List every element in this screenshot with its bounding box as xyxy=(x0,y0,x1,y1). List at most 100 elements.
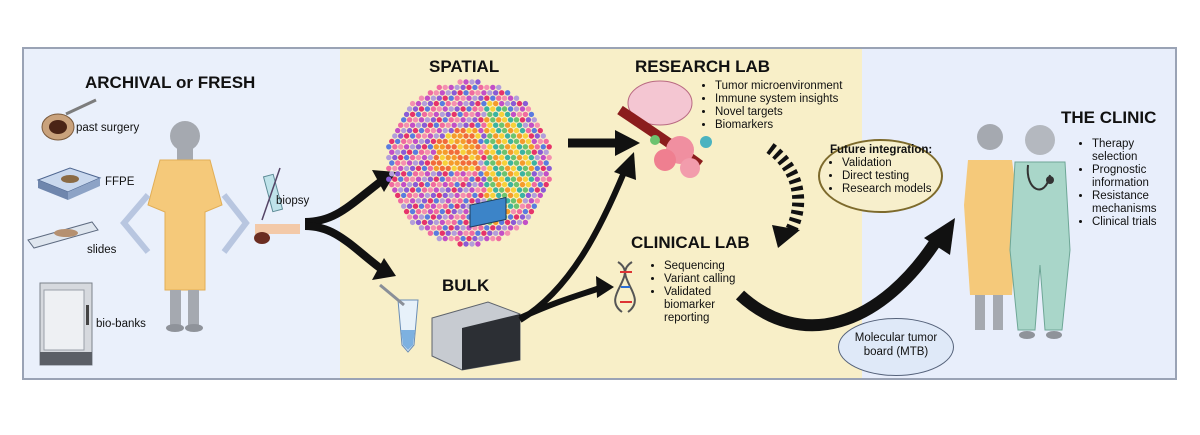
spatial-spot xyxy=(507,138,514,145)
spatial-spot xyxy=(424,214,431,220)
spatial-spot xyxy=(490,181,496,188)
spatial-spot xyxy=(415,111,422,118)
spatial-spot xyxy=(430,160,437,166)
spatial-spot xyxy=(504,176,511,182)
spatial-spot xyxy=(493,133,499,139)
spatial-spot xyxy=(469,230,475,236)
spatial-spot xyxy=(418,203,425,209)
spatial-spot xyxy=(448,235,454,242)
spatial-spot xyxy=(501,160,508,166)
spatial-spot xyxy=(436,149,442,155)
spatial-spot xyxy=(484,192,490,199)
spatial-spot xyxy=(424,138,431,145)
spatial-spot xyxy=(442,138,448,145)
spatial-spot xyxy=(418,192,425,199)
spatial-spot xyxy=(534,176,540,182)
spatial-spot xyxy=(395,181,401,188)
spatial-spot xyxy=(537,160,543,166)
spatial-spot xyxy=(522,133,529,139)
patient-figure xyxy=(147,121,223,332)
spatial-spot xyxy=(457,79,463,85)
spatial-spot xyxy=(433,111,439,118)
spatial-spot xyxy=(451,208,457,215)
spatial-spot xyxy=(454,84,460,91)
spatial-spot xyxy=(496,225,502,231)
spatial-spot xyxy=(451,230,457,236)
spatial-spot xyxy=(442,225,448,231)
spatial-spot xyxy=(389,160,395,166)
spatial-spot xyxy=(445,230,451,236)
spatial-spot xyxy=(427,144,434,150)
spatial-spot xyxy=(386,165,392,172)
spatial-spot xyxy=(457,144,463,150)
future-integration-ellipse xyxy=(818,139,943,213)
spatial-spot xyxy=(513,149,520,155)
spatial-spot xyxy=(389,171,395,177)
spatial-spot xyxy=(403,111,410,118)
spatial-spot xyxy=(439,176,445,182)
spatial-spot xyxy=(454,106,460,112)
mtb-ellipse xyxy=(838,318,954,376)
spatial-spot xyxy=(395,138,401,145)
spatial-spot xyxy=(478,235,484,242)
spatial-spot xyxy=(516,187,523,193)
spatial-spot xyxy=(436,138,442,145)
spatial-spot xyxy=(427,154,434,161)
spatial-spot xyxy=(463,208,469,215)
spatial-spot xyxy=(395,171,401,177)
spatial-spot xyxy=(457,208,463,215)
spatial-spot xyxy=(531,160,537,166)
sequencer-machine-icon xyxy=(431,196,521,371)
spatial-spot xyxy=(436,127,442,134)
spatial-spot xyxy=(415,219,422,226)
spatial-spot xyxy=(448,95,454,101)
spatial-spot xyxy=(543,149,549,155)
spatial-spot xyxy=(421,198,428,204)
spatial-spot xyxy=(537,127,543,134)
spatial-spot xyxy=(516,154,523,161)
spatial-spot xyxy=(454,225,460,231)
spatial-spot xyxy=(439,154,445,161)
spatial-spot xyxy=(442,203,448,209)
spatial-spot xyxy=(504,111,511,118)
label-biopsy: biopsy xyxy=(276,195,310,207)
spatial-spot xyxy=(421,187,428,193)
spatial-spot xyxy=(460,171,466,177)
spatial-spot xyxy=(504,133,511,139)
spatial-spot xyxy=(436,235,442,242)
spatial-spot xyxy=(478,117,484,123)
spatial-spot xyxy=(487,133,493,139)
spatial-spot xyxy=(439,219,445,226)
spatial-spot xyxy=(484,225,490,231)
spatial-spot xyxy=(401,203,407,209)
spatial-spot xyxy=(499,187,505,193)
spatial-spot xyxy=(442,181,448,188)
spatial-spot xyxy=(531,203,537,209)
clinical-bullet: Validated biomarker reporting xyxy=(664,286,744,325)
spatial-spot xyxy=(490,192,496,199)
spatial-spot xyxy=(522,100,529,107)
spatial-spot xyxy=(418,225,425,231)
spatial-spot xyxy=(421,111,428,118)
spatial-spot xyxy=(493,144,499,150)
spatial-spot xyxy=(469,133,475,139)
spatial-spot xyxy=(487,122,493,128)
spatial-spot xyxy=(516,122,523,128)
spatial-spot xyxy=(466,95,472,101)
spatial-spot xyxy=(442,127,448,134)
spatial-spot xyxy=(448,160,454,166)
spatial-spot xyxy=(403,187,410,193)
spatial-spot xyxy=(418,138,425,145)
spatial-spot xyxy=(516,198,523,204)
spatial-spot xyxy=(513,106,520,112)
spatial-spot xyxy=(436,203,442,209)
spatial-spot xyxy=(412,149,419,155)
spatial-spot xyxy=(448,138,454,145)
spatial-spot xyxy=(493,90,499,96)
future-integration-title: Future integration: xyxy=(830,144,933,156)
spatial-spot xyxy=(531,127,537,134)
spatial-spot xyxy=(463,79,469,85)
spatial-spot xyxy=(496,192,502,199)
spatial-spot xyxy=(481,154,487,161)
spatial-spot xyxy=(415,100,422,107)
